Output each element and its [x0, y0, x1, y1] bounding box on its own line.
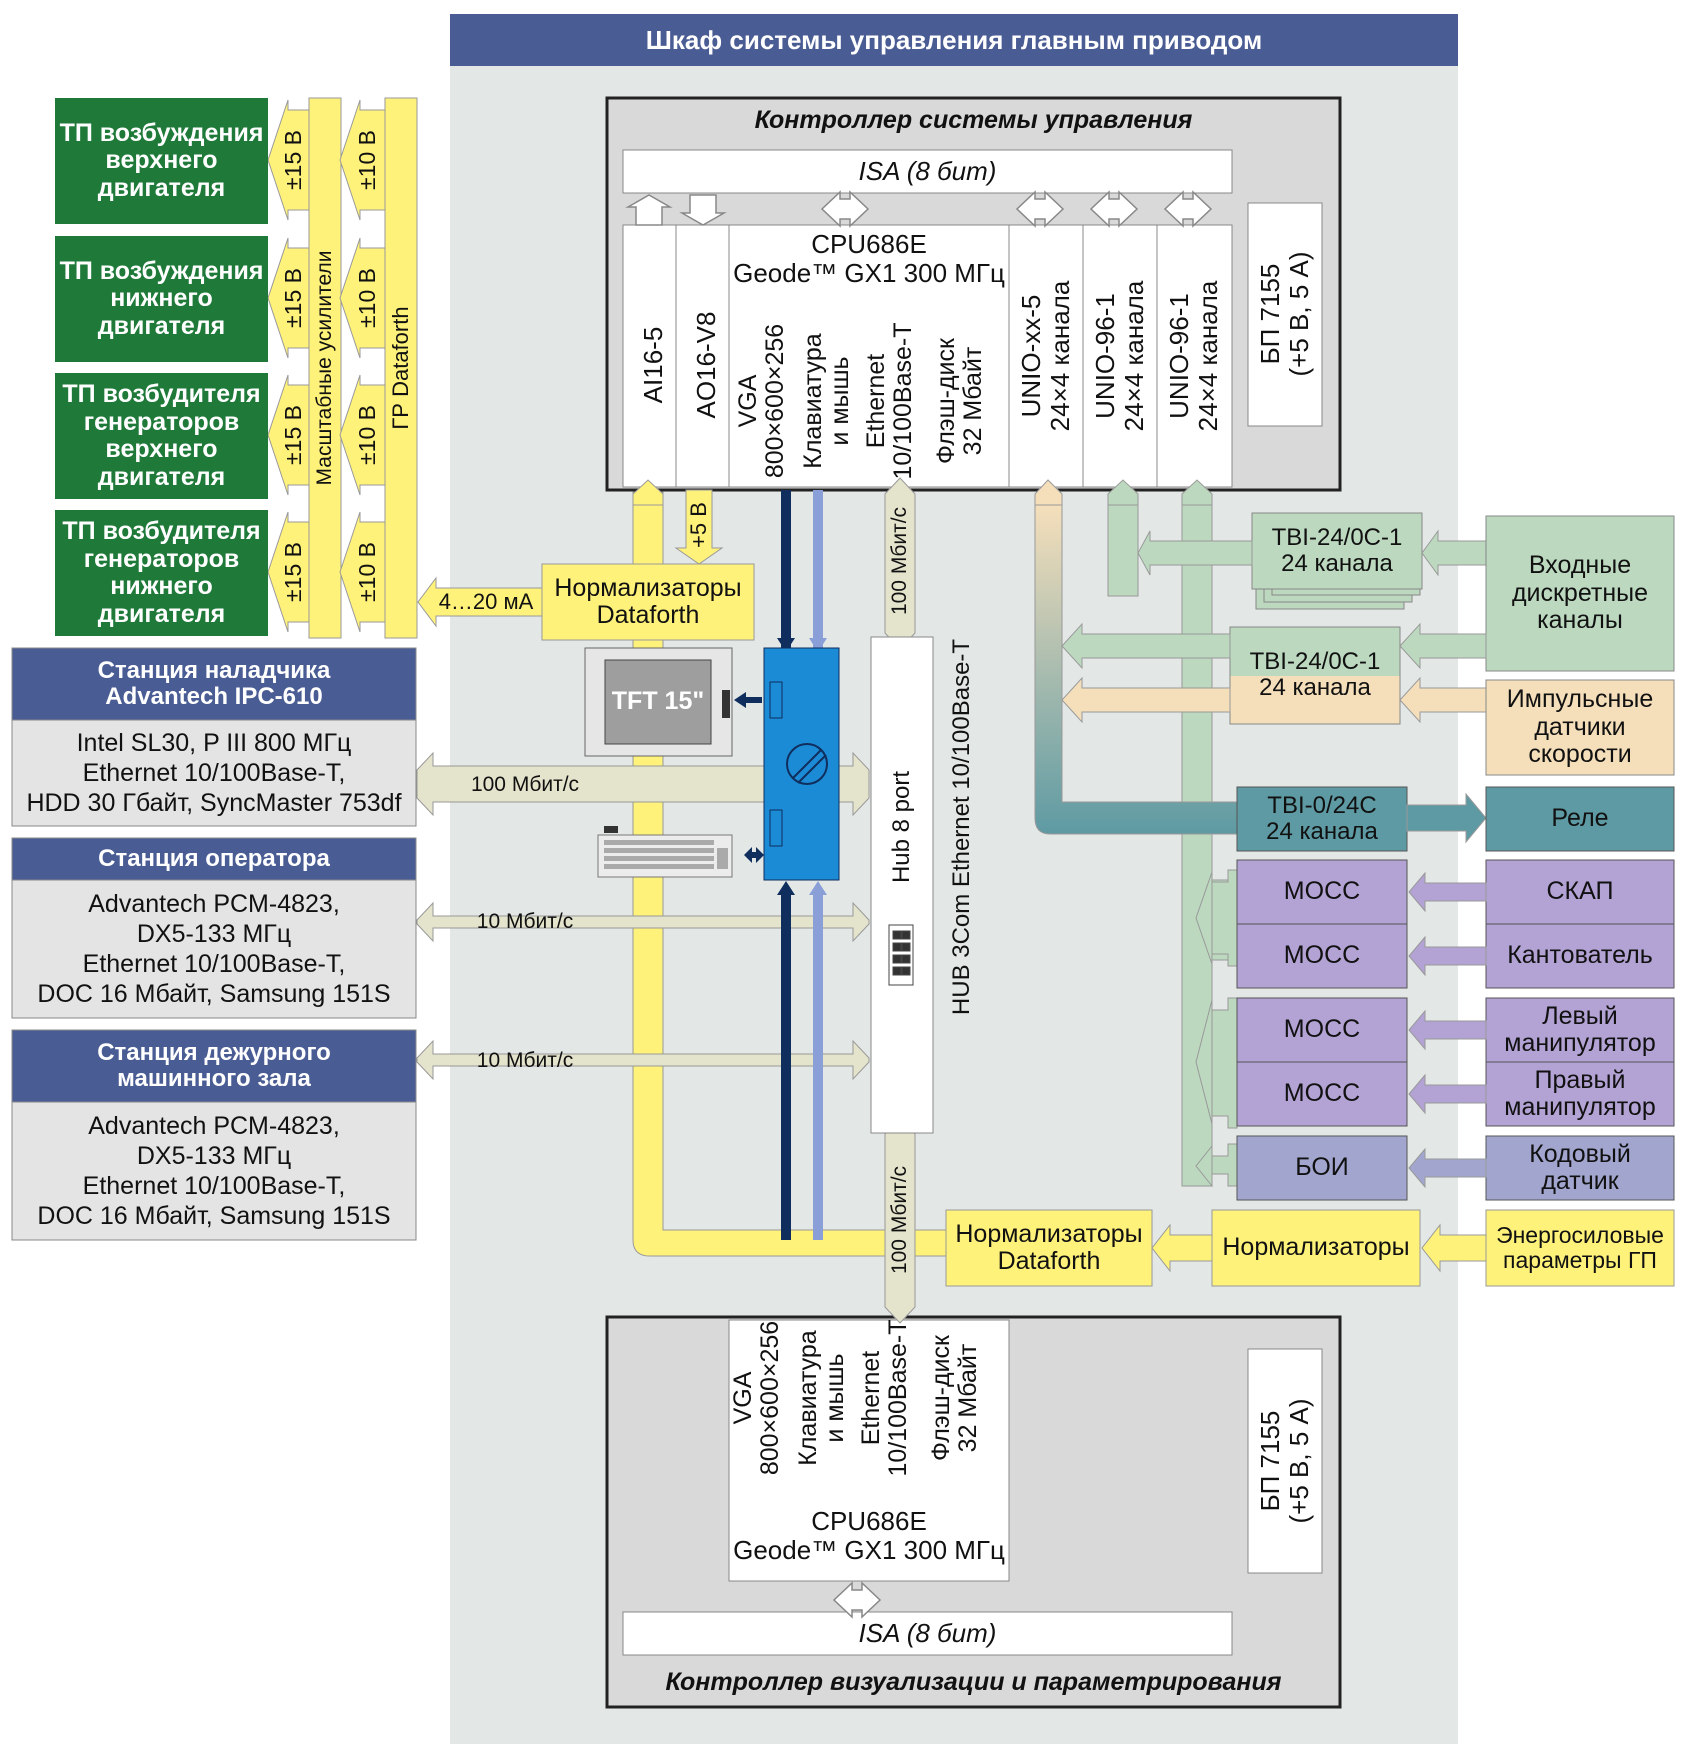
- bottom-eth: Ethernet 10/100Base-T: [856, 1319, 913, 1477]
- board-unio-3: UNIO-96-1 24×4 канала: [1164, 280, 1223, 432]
- boards-row: [622, 224, 1233, 488]
- psu-bottom: [1247, 1348, 1323, 1574]
- psu-bottom-label: БП 7155 (+5 В, 5 А): [1255, 1398, 1314, 1524]
- psu-top-label: БП 7155 (+5 В, 5 А): [1255, 251, 1314, 377]
- v10-2: ±10 В: [354, 268, 381, 328]
- board-eth: Ethernet 10/100Base-T: [861, 322, 918, 480]
- cabinet-header: [450, 14, 1458, 66]
- board-flash: Флэш-диск 32 Мбайт: [931, 338, 988, 464]
- psu-top: [1247, 202, 1323, 427]
- unit-lower-generator: ТП возбудителя генераторов нижнего двига…: [55, 510, 268, 636]
- unit-left-manipulator: Левый манипулятор: [1504, 1001, 1656, 1057]
- station-1-body: Intel SL30, P III 800 МГц Ethernet 10/10…: [26, 729, 402, 817]
- amplifiers-label: Масштабные усилители: [313, 250, 337, 486]
- unit-skap: СКАП: [1546, 877, 1614, 906]
- v10-4: ±10 В: [354, 542, 381, 602]
- board-cpu: CPU686E Geode™ GX1 300 МГц: [733, 229, 1005, 288]
- station-3-body: Advantech PCM-4823, DX5-133 МГц Ethernet…: [37, 1112, 391, 1230]
- v10-3: ±10 В: [354, 405, 381, 465]
- energy-params: Энергосиловые параметры ГП: [1496, 1221, 1664, 1273]
- unit-lower-excitation: ТП возбуждения нижнего двигателя: [55, 236, 268, 362]
- station-1-title: Станция наладчика Advantech IPC-610: [97, 656, 331, 710]
- normalizers-plain: Нормализаторы: [1222, 1233, 1410, 1262]
- station-2-body: Advantech PCM-4823, DX5-133 МГц Ethernet…: [37, 890, 391, 1008]
- isa-label-bottom: ISA (8 бит): [858, 1618, 997, 1649]
- tft-label: TFT 15": [611, 687, 705, 716]
- link-station-2: 10 Мбит/с: [476, 910, 574, 934]
- isa-bus-bottom: [622, 1611, 1233, 1656]
- board-kbd: Клавиатура и мышь: [798, 333, 855, 469]
- controller-top-title: Контроллер системы управления: [754, 106, 1193, 135]
- unit-kantovatel: Кантователь: [1507, 941, 1653, 970]
- v15-1: ±15 В: [280, 130, 307, 190]
- bus-arrows-top: [625, 190, 1213, 228]
- board-ao16: AO16-V8: [690, 311, 721, 419]
- station-3-title: Станция дежурного машинного зала: [97, 1038, 331, 1092]
- board-ai16: AI16-5: [637, 326, 668, 404]
- tbi-out: TBI-0/24C 24 канала: [1266, 791, 1378, 845]
- isa-bus-top: [622, 149, 1233, 194]
- unit-upper-generator: ТП возбудителя генераторов верхнего двиг…: [55, 373, 268, 499]
- unit-relay: Реле: [1551, 804, 1609, 833]
- isa-label-top: ISA (8 бит): [858, 156, 997, 187]
- mocc-2: МОСС: [1283, 941, 1361, 970]
- link-station-1: 100 Мбит/с: [470, 773, 580, 797]
- bottom-flash: Флэш-диск 32 Мбайт: [926, 1335, 983, 1461]
- v15-3: ±15 В: [280, 405, 307, 465]
- bottom-cpu: CPU686E Geode™ GX1 300 МГц: [733, 1506, 1005, 1565]
- link-station-3: 10 Мбит/с: [476, 1049, 574, 1073]
- board-vga: VGA 800×600×256: [733, 323, 790, 479]
- v10-1: ±10 В: [354, 130, 381, 190]
- v15-4: ±15 В: [280, 542, 307, 602]
- unit-pulse-sensors: Импульсные датчики скорости: [1506, 685, 1654, 769]
- gr-dataforth-label: ГР Dataforth: [387, 306, 413, 430]
- hub-label: Hub 8 port: [887, 770, 915, 884]
- controller-bottom-title: Контроллер визуализации и параметрирован…: [665, 1668, 1282, 1697]
- unit-discrete-channels: Входные дискретные каналы: [1511, 551, 1649, 635]
- tbi-in-1: TBI-24/0C-1 24 канала: [1271, 523, 1403, 577]
- bus-arrow-bottom: [832, 1581, 882, 1619]
- unit-right-manipulator: Правый манипулятор: [1504, 1065, 1656, 1121]
- tbi-in-2: TBI-24/0C-1 24 канала: [1249, 647, 1381, 701]
- bottom-vga: VGA 800×600×256: [728, 1320, 785, 1476]
- board-unio-2: UNIO-96-1 24×4 канала: [1090, 280, 1149, 432]
- current-loop-label: 4…20 мА: [438, 588, 534, 614]
- cpu-board-bottom: [728, 1319, 1010, 1582]
- station-2-title: Станция оператора: [98, 844, 330, 872]
- boi: БОИ: [1295, 1153, 1349, 1182]
- normalizers-bottom: Нормализаторы Dataforth: [955, 1219, 1143, 1275]
- board-unio-1: UNIO-xx-5 24×4 канала: [1016, 280, 1075, 432]
- mocc-1: МОСС: [1283, 877, 1361, 906]
- v5-label: +5 В: [685, 502, 711, 548]
- mocc-4: МОСС: [1283, 1079, 1361, 1108]
- cabinet-title: Шкаф системы управления главным приводом: [645, 24, 1263, 55]
- v15-2: ±15 В: [280, 268, 307, 328]
- unit-code-sensor: Кодовый датчик: [1529, 1139, 1631, 1195]
- normalizers-top: Нормализаторы Dataforth: [554, 573, 742, 629]
- mocc-3: МОСС: [1283, 1015, 1361, 1044]
- unit-upper-excitation: ТП возбуждения верхнего двигателя: [55, 98, 268, 224]
- link-100-bottom: 100 Мбит/с: [888, 1165, 912, 1275]
- hub-name: HUB 3Com Ethernet 10/100Base-T: [947, 638, 975, 1016]
- bottom-kbd: Клавиатура и мышь: [793, 1330, 850, 1466]
- link-100-top: 100 Мбит/с: [888, 506, 912, 616]
